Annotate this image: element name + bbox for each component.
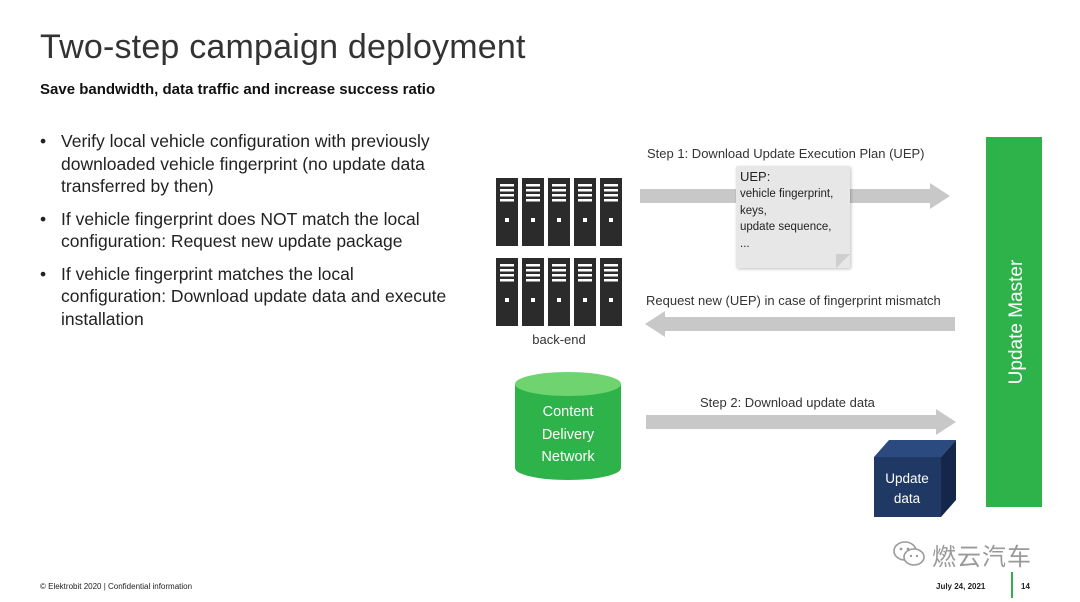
update-data-label-line: data	[894, 491, 921, 506]
bullet-list: • Verify local vehicle configuration with…	[40, 130, 460, 340]
bullet-item: • Verify local vehicle configuration with…	[40, 130, 460, 198]
page-fold	[836, 254, 850, 268]
cdn-label-line: Network	[541, 449, 595, 465]
request-label: Request new (UEP) in case of fingerprint…	[646, 293, 941, 308]
wechat-icon	[893, 541, 925, 566]
watermark-text: 燃云汽车	[932, 543, 1032, 571]
uep-note: UEP: vehicle fingerprint, keys, update s…	[736, 166, 850, 268]
cdn-label-line: Content	[543, 404, 594, 420]
bullet-dot: •	[40, 131, 47, 151]
uep-heading: UEP:	[740, 169, 771, 184]
cube-icon	[874, 440, 956, 517]
footer-date: July 24, 2021	[936, 582, 986, 591]
step2-arrow	[646, 409, 956, 435]
bullet-text: If vehicle fingerprint does NOT match th…	[61, 208, 420, 252]
update-master-label: Update Master	[1006, 259, 1027, 384]
server-rack-icon	[496, 178, 622, 246]
step1-label: Step 1: Download Update Execution Plan (…	[647, 146, 925, 161]
uep-line: ...	[740, 237, 750, 250]
backend-label: back-end	[532, 332, 585, 347]
slide-subtitle: Save bandwidth, data traffic and increas…	[40, 81, 436, 98]
page-number: 14	[1021, 582, 1030, 591]
bullet-text: Verify local vehicle configuration with …	[61, 131, 430, 196]
request-arrow	[645, 311, 955, 337]
database-icon	[515, 372, 621, 480]
update-master-bar	[986, 137, 1042, 507]
slide-title: Two-step campaign deployment	[40, 28, 526, 66]
footer-copyright: © Elektrobit 2020 | Confidential informa…	[40, 582, 193, 591]
step2-label: Step 2: Download update data	[700, 395, 876, 410]
watermark: 燃云汽车	[892, 536, 1032, 572]
bullet-text: If vehicle fingerprint matches the local…	[61, 263, 447, 329]
bullet-item: • If vehicle fingerprint matches the loca…	[40, 263, 460, 331]
cdn-label-line: Delivery	[542, 427, 595, 443]
uep-line: vehicle fingerprint,	[740, 188, 834, 200]
update-data-label-line: Update	[885, 471, 929, 486]
uep-line: keys,	[740, 204, 767, 217]
bullet-item: • If vehicle fingerprint does NOT match t…	[40, 208, 460, 253]
server-rack-icon	[496, 258, 622, 326]
bullet-dot: •	[40, 263, 47, 284]
footer-separator	[1011, 572, 1013, 598]
uep-line: update sequence,	[740, 221, 832, 233]
uep-lines: vehicle fingerprint, keys, update sequen…	[740, 186, 833, 252]
bullet-dot: •	[40, 208, 47, 229]
